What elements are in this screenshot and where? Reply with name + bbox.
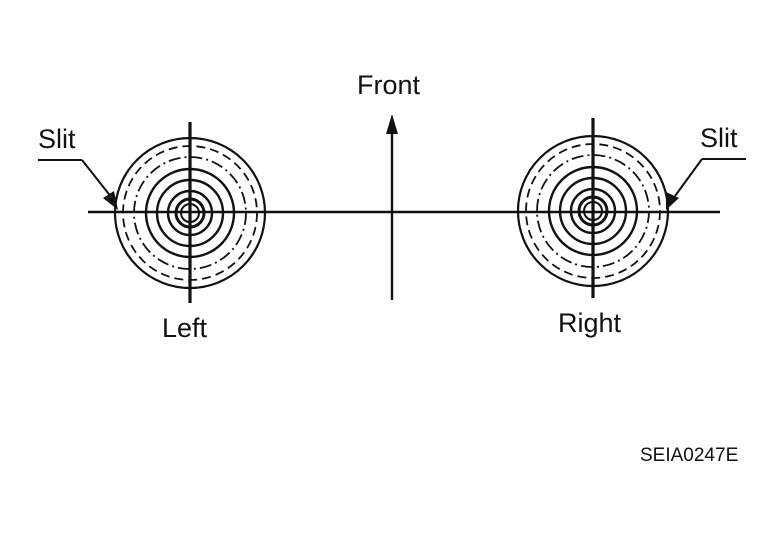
left-outer-circle (113, 136, 267, 290)
left-ring-4 (174, 197, 206, 229)
right-ring-1 (547, 165, 639, 257)
right-label: Right (558, 308, 622, 338)
figure-code: SEIA0247E (640, 445, 739, 466)
right-dashed-circle (525, 143, 661, 279)
left-ring-3 (166, 189, 214, 237)
left-ring-1 (144, 167, 236, 259)
right-ring-2 (558, 176, 628, 246)
right-outer-circle (516, 134, 670, 288)
slit-right-label: Slit (700, 123, 738, 153)
slit-left-label: Slit (38, 124, 76, 154)
left-dotdash-circle (133, 156, 247, 270)
left-label: Left (162, 313, 208, 343)
front-arrow (386, 114, 398, 300)
left-target (113, 122, 267, 303)
right-slit-leader (666, 158, 746, 210)
left-slit-leader (38, 159, 118, 210)
right-ring-5 (583, 201, 603, 221)
left-dashed-circle (122, 145, 258, 281)
right-dotdash-circle (536, 154, 650, 268)
right-ring-3 (569, 187, 617, 235)
right-ring-4 (577, 195, 609, 227)
right-target (516, 118, 670, 298)
front-label: Front (357, 70, 421, 100)
left-ring-5 (180, 203, 200, 223)
left-ring-2 (155, 178, 225, 248)
